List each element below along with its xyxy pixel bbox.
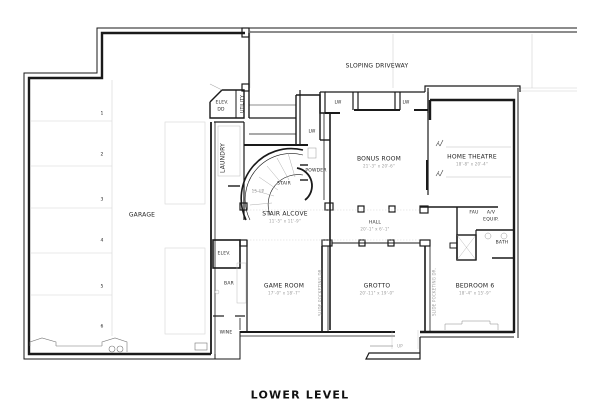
bar-label: BAR	[224, 281, 234, 287]
entry-stair-up-note: UP	[397, 343, 403, 349]
stair-alcove-label: STAIR ALCOVE	[262, 210, 308, 218]
powder-label: POWDER	[305, 168, 327, 174]
home-theatre-dims: 18'-8" x 20'-4"	[456, 161, 488, 167]
elev-label: ELEV.	[217, 251, 231, 257]
garage-storage-cabinets	[29, 337, 208, 353]
bath-label: BATH	[495, 240, 509, 246]
grotto-right-door-note: SLIDE POCKETING DR.	[431, 267, 437, 317]
home-theatre-label: HOME THEATRE	[447, 153, 497, 161]
stair-up-note: 15 UP	[251, 188, 265, 194]
elev-top-label: ELEV.	[215, 100, 229, 106]
plan-title: LOWER LEVEL	[250, 388, 350, 402]
driveway-label: SLOPING DRIVEWAY	[345, 62, 409, 70]
stall-5: 5	[100, 284, 104, 290]
stall-6: 6	[100, 324, 104, 330]
fau-label: FAU	[469, 210, 479, 216]
bedroom-6-dims: 18'-4" x 15'-9"	[459, 290, 491, 296]
elev-top-sub: DD	[217, 107, 225, 113]
lw-label-3: LW	[308, 129, 316, 135]
garage-label: GARAGE	[128, 211, 156, 219]
stair-alcove-dims: 11'-5" x 11'-9"	[269, 218, 301, 224]
stall-2: 2	[100, 152, 104, 158]
lw-label-1: LW	[334, 100, 342, 106]
game-room-label: GAME ROOM	[263, 282, 305, 290]
laundry-label: LAUNDRY	[219, 143, 227, 173]
lw-label-2: LW	[402, 100, 410, 106]
laundry-stair-block	[214, 95, 313, 221]
grotto-label: GROTTO	[363, 282, 391, 290]
bonus-room-label: BONUS ROOM	[356, 155, 402, 163]
hall-label: HALL	[368, 220, 382, 226]
grotto-dims: 20'-11" x 19'-0"	[359, 290, 395, 296]
av-label: A/V	[486, 210, 496, 216]
lower-rooms-walls	[240, 246, 514, 360]
elev-bar-wine-block	[212, 239, 248, 332]
bonus-room-walls	[296, 85, 521, 330]
garage-walls	[23, 27, 250, 360]
home-theatre-walls	[420, 88, 519, 338]
stall-4: 4	[100, 238, 104, 244]
utility-label: UTILITY	[240, 94, 246, 114]
wine-label: WINE	[219, 330, 233, 336]
mechanical-bath-block	[449, 207, 514, 261]
bedroom-6-label: BEDROOM 6	[455, 282, 495, 290]
hall-dims: 20'-1" x 6'-1"	[360, 226, 390, 232]
elev-utility-block	[209, 33, 250, 119]
av-sub-label: EQUIP.	[483, 217, 499, 223]
game-room-dims: 17'-0" x 18'-7"	[268, 290, 300, 296]
hall-columns	[239, 202, 431, 247]
driveway-outline	[249, 30, 577, 92]
stair-label: STAIR	[277, 181, 291, 187]
driveway-top-wall	[97, 27, 577, 33]
grotto-left-door-note: SLIDE POCKETING DR.	[317, 267, 323, 317]
stall-1: 1	[100, 111, 104, 117]
bonus-room-dims: 21'-3" x 20'-6"	[363, 163, 395, 169]
garage-stall-lines	[30, 80, 206, 336]
stall-3: 3	[100, 197, 104, 203]
